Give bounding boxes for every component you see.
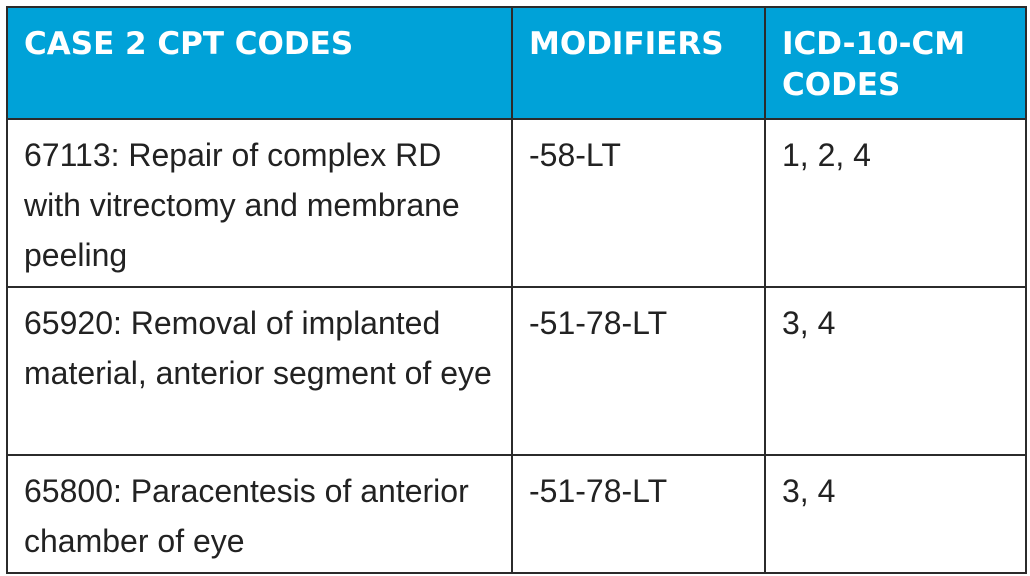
header-row: CASE 2 CPT CODES MODIFIERS ICD-10-CM COD… — [6, 6, 1027, 120]
icd-codes-cell: 3, 4 — [764, 286, 1027, 456]
icd-codes-cell: 3, 4 — [764, 454, 1027, 574]
modifiers-cell: -58-LT — [511, 118, 766, 288]
cpt-code-cell: 65920: Removal of implanted material, an… — [6, 286, 513, 456]
cpt-code-cell: 65800: Paracentesis of anterior chamber … — [6, 454, 513, 574]
header-icd-codes: ICD-10-CM CODES — [764, 6, 1027, 120]
table-row: 67113: Repair of complex RD with vitrect… — [6, 118, 1027, 288]
table-header: CASE 2 CPT CODES MODIFIERS ICD-10-CM COD… — [6, 6, 1027, 120]
cpt-code-cell: 67113: Repair of complex RD with vitrect… — [6, 118, 513, 288]
modifiers-cell: -51-78-LT — [511, 454, 766, 574]
icd-codes-cell: 1, 2, 4 — [764, 118, 1027, 288]
header-cpt-codes: CASE 2 CPT CODES — [6, 6, 513, 120]
modifiers-cell: -51-78-LT — [511, 286, 766, 456]
table-body: 67113: Repair of complex RD with vitrect… — [6, 118, 1027, 574]
coding-table: CASE 2 CPT CODES MODIFIERS ICD-10-CM COD… — [6, 6, 1027, 574]
table-row: 65800: Paracentesis of anterior chamber … — [6, 454, 1027, 574]
table-row: 65920: Removal of implanted material, an… — [6, 286, 1027, 456]
header-modifiers: MODIFIERS — [511, 6, 766, 120]
